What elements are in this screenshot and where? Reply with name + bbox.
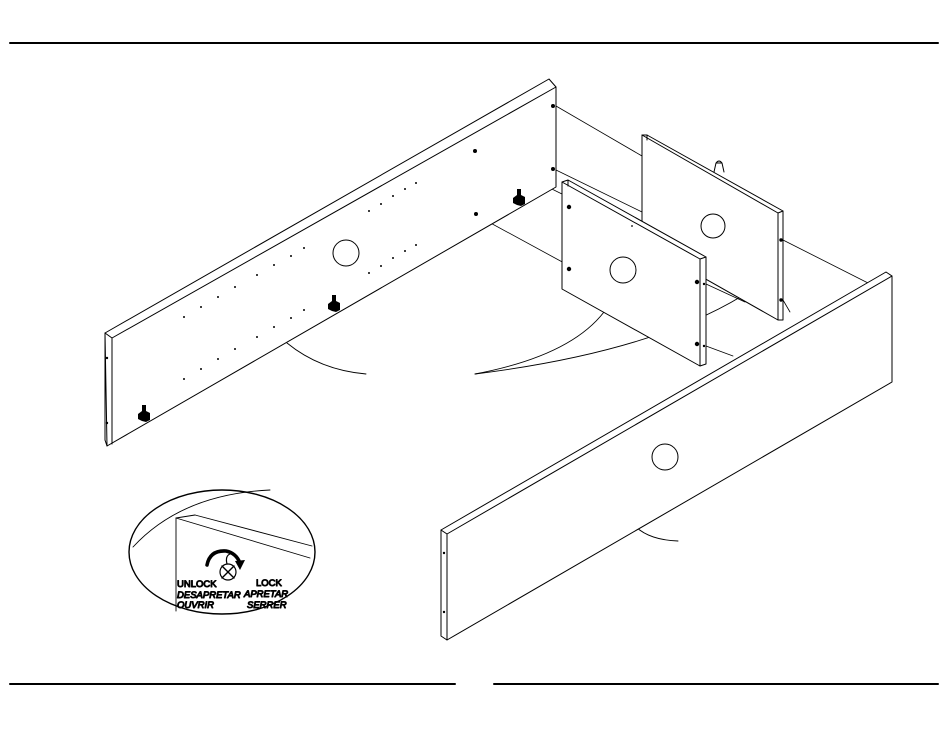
cam-lock-detail-callout: UNLOCK DESAPRETAR OUVRIR LOCK APRETAR SE… [129,490,315,614]
unlock-label-fr: OUVRIR [177,600,214,611]
long-side-panel [105,79,556,446]
lock-label: LOCK [256,578,283,589]
lock-label-fr: SERRER [247,600,287,611]
cam-lock-top-icon [714,161,724,172]
lock-label-pt: APRETAR [243,589,288,600]
unlock-label: UNLOCK [177,579,217,590]
